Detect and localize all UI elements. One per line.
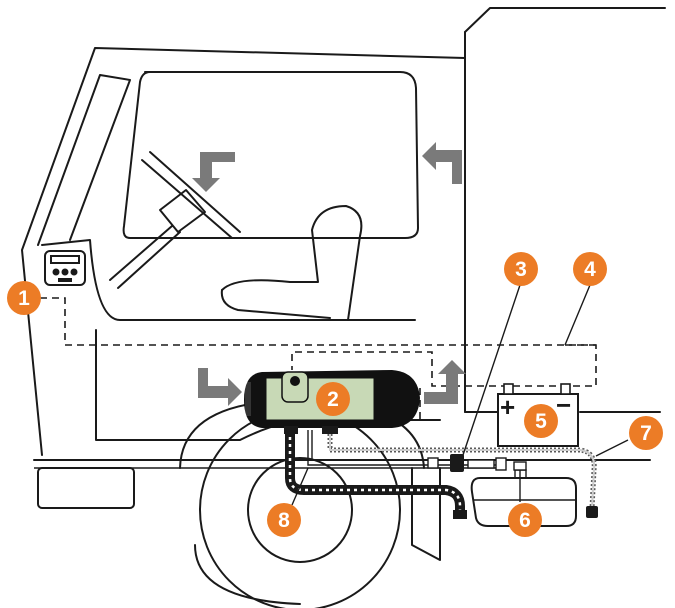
controller-panel bbox=[44, 250, 86, 286]
leader-line-3 bbox=[461, 284, 521, 459]
wiring-harness-lines bbox=[40, 297, 597, 420]
callout-2-number: 2 bbox=[327, 388, 339, 411]
cab-window bbox=[122, 71, 419, 239]
airflow-arrow-cab-left bbox=[192, 152, 235, 192]
leader-line-4 bbox=[564, 284, 591, 346]
seat bbox=[220, 205, 363, 321]
leader-line-8 bbox=[291, 467, 309, 506]
callout-4-number: 4 bbox=[584, 258, 596, 281]
fuel-pump bbox=[307, 430, 527, 478]
leader-line-7 bbox=[595, 439, 629, 457]
callout-8-number: 8 bbox=[278, 509, 290, 532]
battery-negative-sign: − bbox=[556, 390, 571, 420]
callout-3: 3 bbox=[504, 252, 538, 286]
airflow-arrows bbox=[192, 142, 466, 406]
mud-flap bbox=[411, 467, 441, 561]
airflow-arrow-outlet bbox=[424, 360, 466, 404]
callout-1-number: 1 bbox=[18, 287, 30, 310]
wheel bbox=[179, 399, 425, 608]
front-bumper bbox=[37, 467, 135, 509]
cargo-box bbox=[464, 7, 666, 413]
callout-2: 2 bbox=[316, 382, 350, 416]
steering-wheel bbox=[109, 151, 241, 289]
callout-7: 7 bbox=[629, 416, 663, 450]
callout-6-number: 6 bbox=[519, 509, 531, 532]
airflow-arrow-intake bbox=[198, 368, 242, 406]
callout-7-number: 7 bbox=[640, 422, 652, 445]
callout-3-number: 3 bbox=[515, 258, 527, 281]
callout-5-number: 5 bbox=[535, 410, 547, 433]
airflow-arrow-cab-right bbox=[422, 142, 462, 184]
callout-8: 8 bbox=[267, 503, 301, 537]
fuel-line bbox=[327, 430, 598, 518]
callout-4: 4 bbox=[573, 252, 607, 286]
callout-5: 5 bbox=[524, 404, 558, 438]
battery-positive-sign: + bbox=[500, 392, 515, 422]
callout-6: 6 bbox=[508, 503, 542, 537]
leader-lines bbox=[291, 284, 629, 506]
exhaust-pipe bbox=[284, 426, 467, 519]
callout-1: 1 bbox=[7, 281, 41, 315]
